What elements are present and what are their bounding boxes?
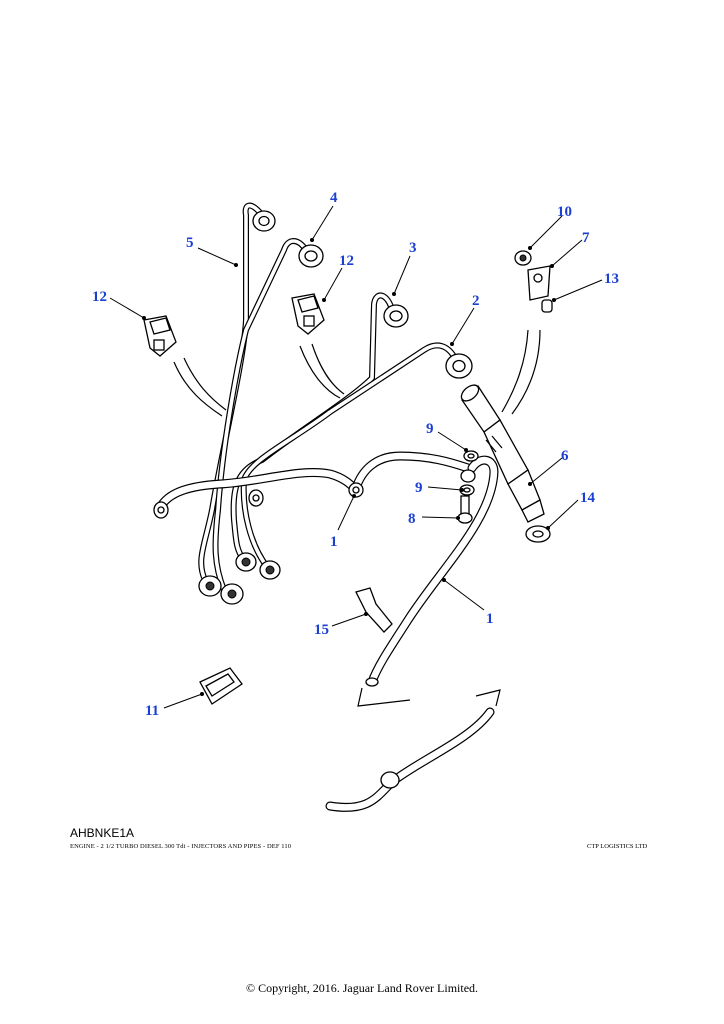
clip-15 bbox=[355, 587, 393, 633]
supplier-name: CTP LOGISTICS LTD bbox=[587, 843, 648, 850]
callout-9-lower: 9 bbox=[415, 480, 423, 496]
clip-12-right bbox=[291, 293, 325, 335]
callout-5: 5 bbox=[186, 235, 194, 251]
pipe-clips bbox=[143, 293, 541, 705]
pipe-unions bbox=[153, 210, 473, 789]
clip-12-left bbox=[143, 315, 177, 357]
callout-7: 7 bbox=[582, 230, 590, 246]
leader-lines bbox=[109, 205, 603, 709]
callout-12-right: 12 bbox=[339, 253, 354, 269]
clip-11 bbox=[199, 667, 243, 705]
drawing-code: AHBNKE1A bbox=[70, 826, 135, 840]
injector-pipes bbox=[198, 202, 459, 593]
callout-15: 15 bbox=[314, 622, 329, 638]
diagram-caption: ENGINE - 2 1/2 TURBO DIESEL 300 Tdi - IN… bbox=[70, 843, 292, 850]
copyright-notice: © Copyright, 2016. Jaguar Land Rover Lim… bbox=[245, 981, 479, 995]
callout-13: 13 bbox=[604, 271, 619, 287]
callout-10: 10 bbox=[557, 204, 572, 220]
callout-1-right: 1 bbox=[486, 611, 494, 627]
callout-11: 11 bbox=[145, 703, 159, 719]
callout-6: 6 bbox=[561, 448, 569, 464]
callout-labels: 5 4 12 12 3 2 10 7 13 9 6 9 8 14 1 1 15 … bbox=[92, 190, 619, 719]
callout-2: 2 bbox=[472, 293, 480, 309]
callout-14: 14 bbox=[580, 490, 596, 506]
callout-1-left: 1 bbox=[330, 534, 338, 550]
callout-8: 8 bbox=[408, 511, 416, 527]
callout-4: 4 bbox=[330, 190, 338, 206]
callout-3: 3 bbox=[409, 240, 417, 256]
callout-9-upper: 9 bbox=[426, 421, 434, 437]
small-parts bbox=[457, 250, 553, 543]
injector bbox=[460, 384, 545, 523]
callout-12-left: 12 bbox=[92, 289, 107, 305]
